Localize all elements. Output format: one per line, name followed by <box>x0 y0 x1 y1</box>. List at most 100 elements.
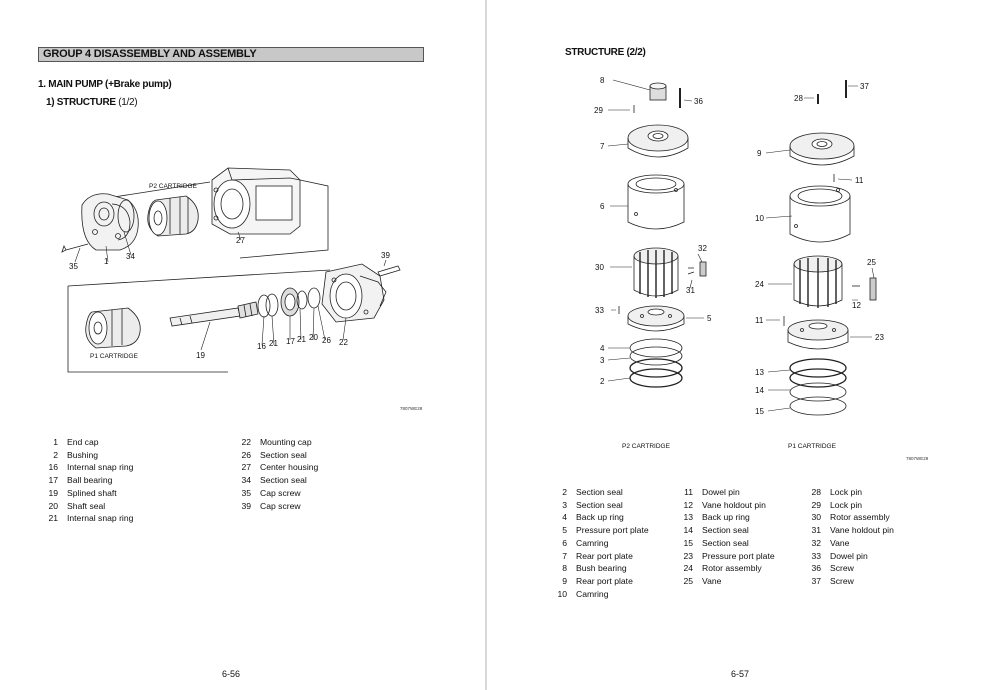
callout-15: 15 <box>755 407 764 416</box>
callout-35: 35 <box>69 262 78 271</box>
parts-row: 28 Lock pin <box>803 486 894 499</box>
callout-34: 34 <box>126 252 135 261</box>
parts-row: 37 Screw <box>803 575 894 588</box>
callout-31: 31 <box>686 286 695 295</box>
callout-25: 25 <box>867 258 876 267</box>
cartridge-exploded-diagram: 8 29 36 7 6 30 32 31 33 5 4 3 2 37 28 9 … <box>594 76 929 461</box>
callout-27: 27 <box>236 236 245 245</box>
p1-cartridge-illustration <box>85 307 141 349</box>
left-page <box>0 0 486 690</box>
part-number: 20 <box>48 500 58 511</box>
part-name: Section seal <box>576 487 623 497</box>
part-name: Lock pin <box>830 487 863 497</box>
part-name: Back up ring <box>576 512 624 523</box>
part-number: 7 <box>562 550 567 561</box>
p2-cartridge-label: P2 CARTRIDGE <box>149 183 198 190</box>
part-name: Vane <box>830 537 850 548</box>
parts-row: 19 Splined shaft <box>40 487 133 500</box>
part-name: Bushing <box>67 449 99 460</box>
figure-code-left: 7807WE28 <box>400 406 423 411</box>
callout-2: 2 <box>600 377 605 386</box>
part-number: 19 <box>48 487 58 498</box>
callout-36: 36 <box>694 97 703 106</box>
part-name: Cap screw <box>260 500 301 511</box>
callout-11b: 11 <box>755 316 764 325</box>
callout-37: 37 <box>860 82 869 91</box>
part-number: 37 <box>811 575 821 586</box>
part-name: Splined shaft <box>67 487 117 498</box>
callout-21b: 21 <box>297 335 306 344</box>
page-number-left: 6-56 <box>222 669 241 679</box>
p1-camring <box>789 185 851 243</box>
p2-bush-bearing <box>649 82 667 101</box>
part-number: 25 <box>683 575 693 586</box>
part-number: 3 <box>562 499 567 510</box>
part-name: Screw <box>830 563 854 574</box>
callout-29: 29 <box>594 106 603 115</box>
p1-cartridge-label-right: P1 CARTRIDGE <box>788 443 837 450</box>
p1-cartridge-label: P1 CARTRIDGE <box>90 353 139 360</box>
callout-23: 23 <box>875 333 884 342</box>
callout-7: 7 <box>600 142 605 151</box>
part-name: Rear port plate <box>576 575 633 586</box>
right-page <box>487 0 990 690</box>
callout-16: 16 <box>257 342 266 351</box>
callout-22: 22 <box>339 338 348 347</box>
part-number: 33 <box>811 550 821 561</box>
part-name: Camring <box>576 537 609 548</box>
callout-30: 30 <box>595 263 604 272</box>
callout-39: 39 <box>381 251 390 260</box>
mounting-cap-illustration <box>321 263 387 323</box>
callout-24: 24 <box>755 280 764 289</box>
callout-5: 5 <box>707 314 712 323</box>
part-name: Ball bearing <box>67 475 113 486</box>
part-number: 17 <box>48 475 58 486</box>
part-number: 1 <box>53 437 58 447</box>
part-name: Section seal <box>702 525 749 536</box>
part-number: 2 <box>562 487 567 497</box>
callout-4: 4 <box>600 344 605 353</box>
part-name: Camring <box>576 588 609 599</box>
part-number: 21 <box>48 513 58 524</box>
part-name: Section seal <box>260 475 307 486</box>
subsection-suffix: (1/2) <box>118 97 138 108</box>
part-name: Screw <box>830 575 854 586</box>
subsection-title: 1) STRUCTURE (1/2) <box>46 97 138 108</box>
part-number: 28 <box>811 487 821 497</box>
splined-shaft-illustration <box>169 301 259 327</box>
part-number: 23 <box>683 550 693 561</box>
part-number: 27 <box>241 462 251 473</box>
page-gutter <box>485 0 487 690</box>
callout-8: 8 <box>600 76 605 85</box>
part-name: Mounting cap <box>260 437 312 447</box>
part-name: Bush bearing <box>576 563 627 574</box>
callout-3: 3 <box>600 356 605 365</box>
ball-bearing-illustration <box>280 287 300 317</box>
